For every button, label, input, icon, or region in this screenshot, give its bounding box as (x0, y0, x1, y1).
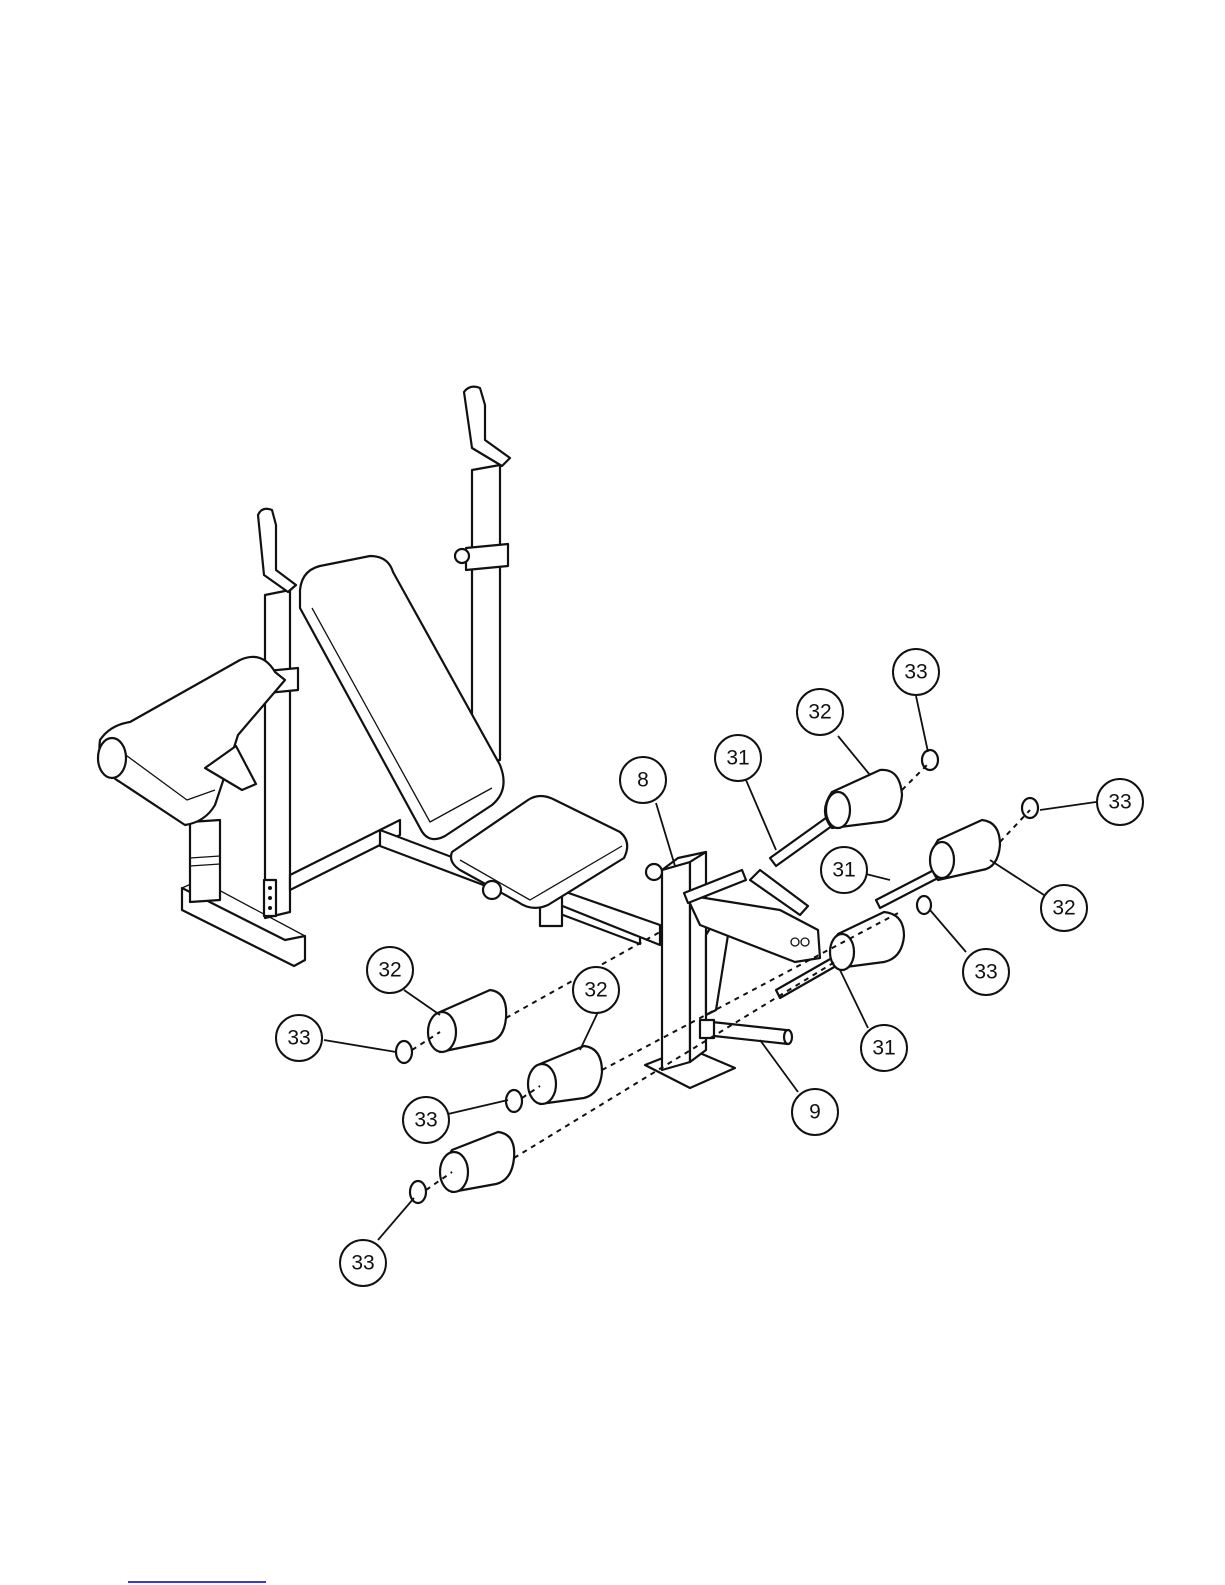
callout-32-left: 32 (367, 947, 413, 993)
callout-32-center-label: 32 (584, 979, 607, 1002)
callout-8-label: 8 (637, 769, 649, 792)
callout-31-mid: 31 (821, 847, 867, 893)
callout-31-mid-label: 31 (832, 859, 855, 882)
callout-32-right: 32 (1041, 885, 1087, 931)
callout-32-right-label: 32 (1052, 897, 1075, 920)
callout-33-left: 33 (276, 1015, 322, 1061)
callout-32-left-label: 32 (378, 959, 401, 982)
callout-9-label: 9 (809, 1101, 821, 1124)
callout-33-center-label: 33 (414, 1109, 437, 1132)
callout-33-left-label: 33 (287, 1027, 310, 1050)
callout-33-center: 33 (403, 1097, 449, 1143)
callout-32-top: 32 (797, 689, 843, 735)
callout-33-right-label: 33 (1108, 791, 1131, 814)
preacher-pad (98, 657, 285, 825)
callout-33-right: 33 (1097, 779, 1143, 825)
front-post-assembly (645, 852, 820, 1088)
footer-rule (128, 1581, 266, 1583)
callout-31-top: 31 (715, 735, 761, 781)
callout-33-bottom: 33 (340, 1240, 386, 1286)
callout-33-top-label: 33 (904, 661, 927, 684)
callout-33-bottom-label: 33 (351, 1252, 374, 1275)
callout-31-low: 31 (861, 1025, 907, 1071)
callout-33-mid-right: 33 (963, 949, 1009, 995)
callout-8: 8 (620, 757, 666, 803)
callout-9: 9 (792, 1089, 838, 1135)
callout-33-mid-right-label: 33 (974, 961, 997, 984)
callout-32-top-label: 32 (808, 701, 831, 724)
callout-32-center: 32 (573, 967, 619, 1013)
callout-31-low-label: 31 (872, 1037, 895, 1060)
callout-33-top: 33 (893, 649, 939, 695)
callout-31-top-label: 31 (726, 747, 749, 770)
